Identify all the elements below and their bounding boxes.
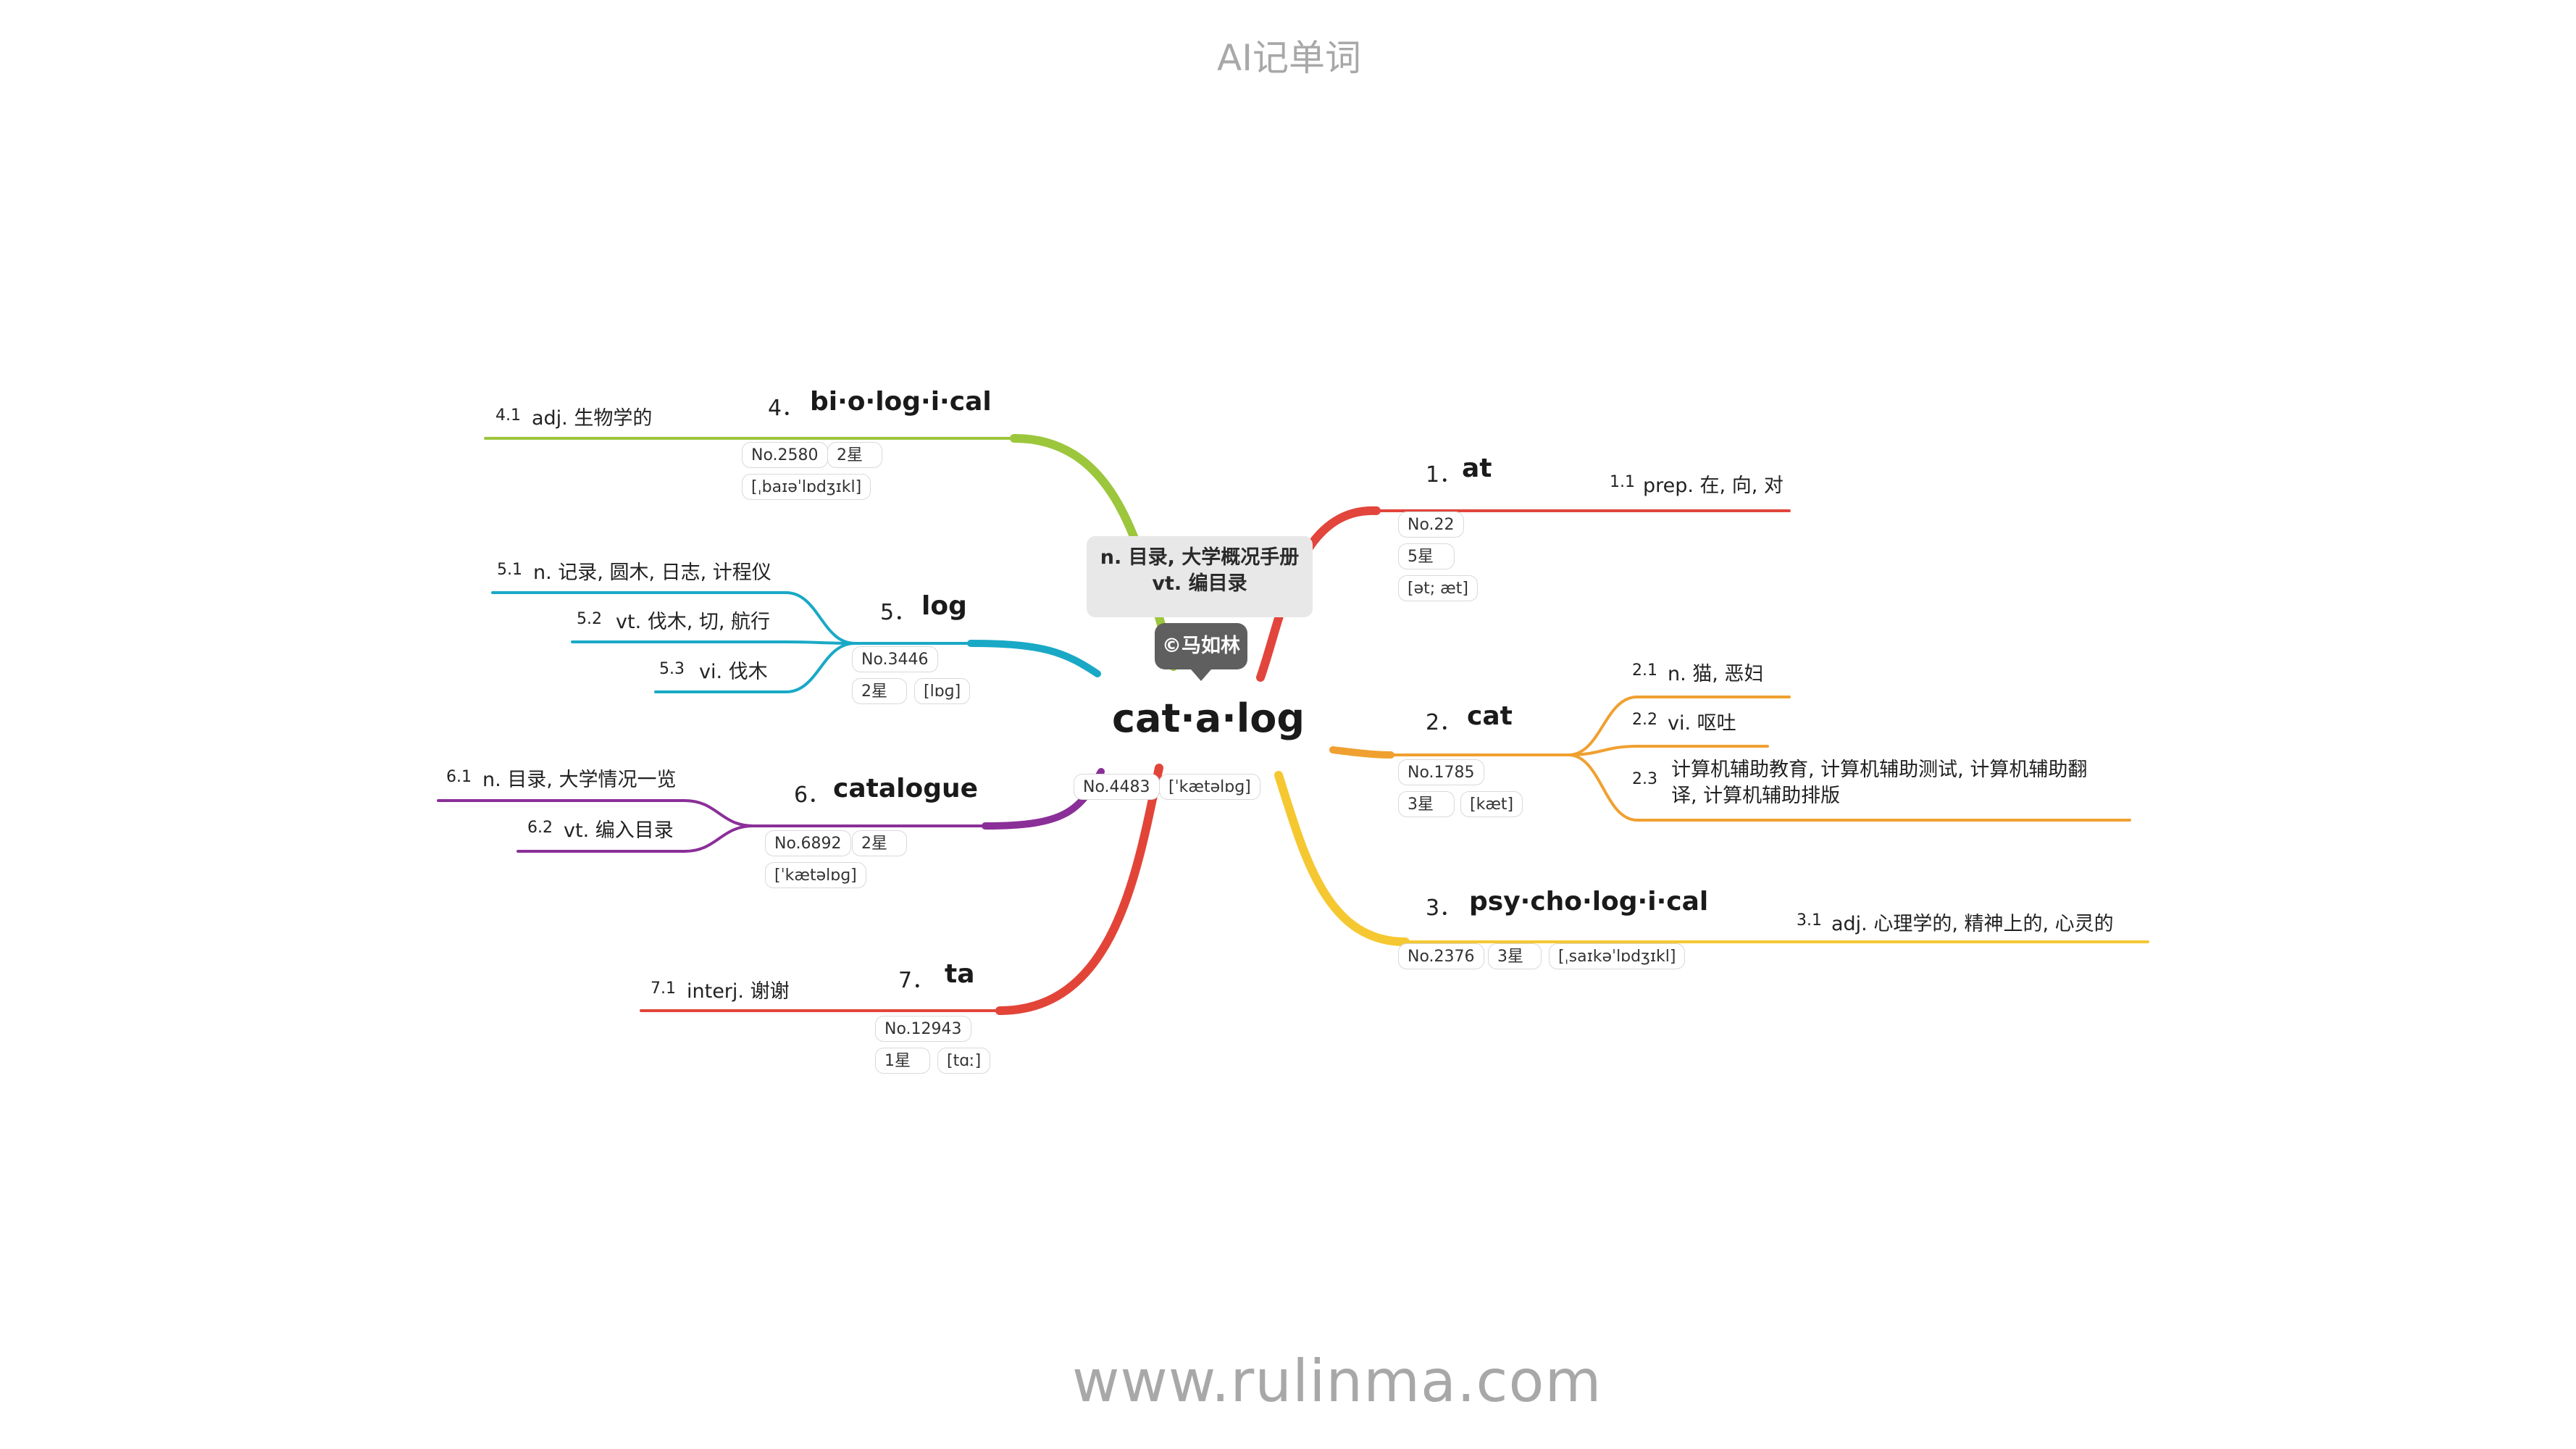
sense-6-1-text: n. 目录, 大学情况一览 xyxy=(482,769,677,791)
branch-2-number: 2． xyxy=(1426,710,1462,735)
branch-5-word: log xyxy=(921,591,967,621)
branch-6-word: catalogue xyxy=(833,774,979,803)
branch-4-number: 4． xyxy=(768,396,804,421)
center-phonetic-tag: [ˈkætəlɒɡ] xyxy=(1159,774,1260,800)
branch-6-stars-tag: 2星 xyxy=(852,830,907,856)
branch-3-rank-tag: No.2376 xyxy=(1398,943,1484,969)
branch-6-number: 6． xyxy=(794,782,830,808)
sense-5-2-number: 5.2 xyxy=(577,610,602,628)
branch-3-stars-tag: 3星 xyxy=(1488,943,1542,969)
author-tag: ©马如林 xyxy=(1155,623,1247,669)
branch-5-connector xyxy=(967,640,1101,677)
sense-2-2-text: vi. 呕吐 xyxy=(1668,712,1736,735)
sense-2-1-number: 2.1 xyxy=(1632,661,1657,680)
branch-5-stars-tag: 2星 xyxy=(852,678,907,704)
center-word: cat·a·log xyxy=(1112,696,1305,741)
sense-5-1-connector xyxy=(491,591,856,645)
sense-5-2-text: vt. 伐木, 切, 航行 xyxy=(616,611,771,633)
branch-3-connector xyxy=(1274,771,1410,946)
branch-2-word: cat xyxy=(1467,701,1513,731)
sense-6-1-number: 6.1 xyxy=(446,768,472,786)
branch-3-number: 3． xyxy=(1426,895,1462,921)
sense-2-3-number: 2.3 xyxy=(1632,770,1657,788)
branch-7-number: 7． xyxy=(898,968,934,993)
sense-2-2-connector xyxy=(1567,745,1769,756)
sense-6-2-connector xyxy=(517,824,755,853)
sense-5-1-number: 5.1 xyxy=(497,561,522,579)
sense-3-1-text: adj. 心理学的, 精神上的, 心灵的 xyxy=(1831,913,2114,935)
sense-5-1-text: n. 记录, 圆木, 日志, 计程仪 xyxy=(533,561,771,584)
sense-2-3-text-line-2: 译, 计算机辅助排版 xyxy=(1671,785,1841,807)
branch-5-rank-tag: No.3446 xyxy=(852,646,938,672)
branch-7-stars-tag: 1星 xyxy=(875,1048,930,1074)
sense-5-3-number: 5.3 xyxy=(659,660,685,678)
sense-6-1-connector xyxy=(437,799,755,827)
branch-7-connector xyxy=(995,764,1163,1015)
branch-4-rank-tag: No.2580 xyxy=(742,442,828,468)
branch-2-rank-tag: No.1785 xyxy=(1398,759,1484,785)
center-definition-line-1: n. 目录, 大学概况手册 xyxy=(1100,546,1300,569)
sense-5-3-connector xyxy=(654,642,856,693)
branch-3-word: psy·cho·log·i·cal xyxy=(1469,887,1709,916)
sense-3-1-number: 3.1 xyxy=(1797,911,1822,930)
branch-6-phonetic-tag: [ˈkætəlɒɡ] xyxy=(765,862,866,888)
sense-4-1-text: adj. 生物学的 xyxy=(532,407,653,430)
sense-2-2-number: 2.2 xyxy=(1632,711,1657,729)
author-tag-pointer xyxy=(1191,669,1211,681)
sense-1-1-text: prep. 在, 向, 对 xyxy=(1643,475,1783,497)
branch-1-stars-tag: 5星 xyxy=(1398,543,1455,569)
sense-5-2-connector xyxy=(571,640,856,645)
sense-6-2-number: 6.2 xyxy=(527,819,553,837)
branch-1-rank-tag: No.22 xyxy=(1398,511,1464,538)
center-rank-tag: No.4483 xyxy=(1074,774,1160,800)
sense-2-1-connector xyxy=(1567,696,1791,756)
sense-7-1-text: interj. 谢谢 xyxy=(687,980,790,1003)
sense-4-1-number: 4.1 xyxy=(495,406,521,425)
branch-6-rank-tag: No.6892 xyxy=(765,830,851,856)
branch-2-phonetic-tag: [kæt] xyxy=(1460,791,1523,817)
branch-5-number: 5． xyxy=(880,600,916,625)
branch-7-phonetic-tag: [tɑː] xyxy=(937,1048,991,1074)
page-title: AI记单词 xyxy=(1217,37,1361,79)
branch-1-number: 1． xyxy=(1426,462,1462,488)
branch-7-rank-tag: No.12943 xyxy=(875,1016,971,1042)
branch-4-word: bi·o·log·i·cal xyxy=(810,387,992,417)
branch-1-word: at xyxy=(1462,454,1492,483)
branch-1-phonetic-tag: [ət; æt] xyxy=(1398,575,1478,601)
branch-2-connector xyxy=(1329,746,1394,759)
branch-4-phonetic-tag: [ˌbaɪəˈlɒdʒɪkl] xyxy=(742,474,871,500)
sense-6-2-text: vt. 编入目录 xyxy=(564,819,674,842)
center-definition-line-2: vt. 编目录 xyxy=(1152,572,1247,595)
sense-5-3-text: vi. 伐木 xyxy=(699,661,768,683)
branch-2-stars-tag: 3星 xyxy=(1398,791,1455,817)
branch-3-phonetic-tag: [ˌsaɪkəˈlɒdʒɪkl] xyxy=(1549,943,1686,969)
sense-2-3-text-line-1: 计算机辅助教育, 计算机辅助测试, 计算机辅助翻 xyxy=(1671,759,2088,781)
center-definition-box: n. 目录, 大学概况手册 vt. 编目录 xyxy=(1087,536,1313,617)
branch-5-phonetic-tag: [lɒɡ] xyxy=(914,678,971,704)
branch-7-word: ta xyxy=(945,959,975,989)
sense-1-1-number: 1.1 xyxy=(1610,473,1635,491)
sense-7-1-number: 7.1 xyxy=(651,980,676,998)
sense-2-1-text: n. 猫, 恶妇 xyxy=(1668,663,1764,685)
branch-4-stars-tag: 2星 xyxy=(827,442,882,468)
sense-2-3-connector xyxy=(1567,753,2131,822)
footer-url: www.rulinma.com xyxy=(1072,1348,1602,1415)
